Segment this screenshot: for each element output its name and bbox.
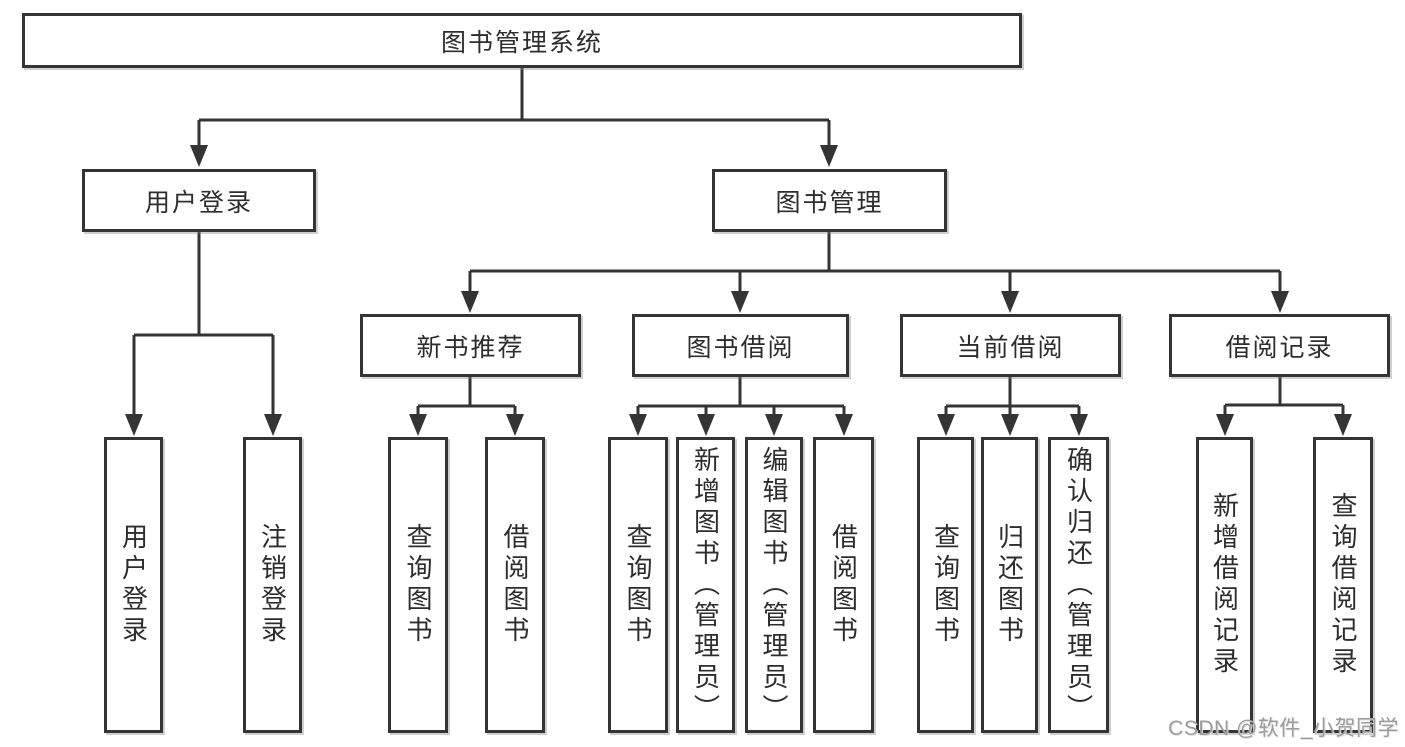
connector-new-book-recommend-to-leaves (409, 377, 524, 436)
node-root: 图书管理系统 (22, 13, 1022, 68)
connector-book-borrowing-to-leaves (629, 377, 853, 436)
leaf-records-add-record: 新增借阅记录 (1196, 437, 1253, 733)
node-current-borrowing: 当前借阅 (900, 314, 1121, 377)
leaf-current-confirm-return-admin: 确认归还（管理员） (1048, 437, 1109, 733)
leaf-user-login: 用户登录 (104, 437, 163, 733)
node-book-management: 图书管理 (712, 169, 947, 232)
connector-user-login-to-leaves (125, 232, 282, 436)
connector-borrowing-records-to-leaves (1216, 377, 1352, 436)
node-new-book-recommend: 新书推荐 (360, 314, 581, 377)
leaf-borrowing-query-books: 查询图书 (608, 437, 668, 733)
connector-book-management-to-level3 (461, 232, 1289, 313)
node-user-login: 用户登录 (82, 169, 316, 232)
leaf-records-query-record: 查询借阅记录 (1313, 437, 1373, 733)
leaf-current-return-books: 归还图书 (981, 437, 1038, 733)
leaf-recommend-query-books: 查询图书 (388, 437, 448, 733)
node-borrowing-records: 借阅记录 (1169, 314, 1390, 377)
leaf-borrowing-edit-books-admin: 编辑图书（管理员） (745, 437, 803, 733)
node-book-borrowing: 图书借阅 (632, 314, 849, 377)
connector-current-borrowing-to-leaves (937, 377, 1088, 436)
leaf-borrowing-add-books-admin: 新增图书（管理员） (676, 437, 735, 733)
leaf-logout: 注销登录 (243, 437, 302, 733)
leaf-recommend-borrow-books: 借阅图书 (485, 437, 545, 733)
watermark-csdn: CSDN @软件_小贺同学 (1168, 717, 1399, 740)
connector-root-to-level2 (190, 68, 838, 167)
leaf-borrowing-borrow-books: 借阅图书 (813, 437, 874, 733)
leaf-current-query-books: 查询图书 (917, 437, 974, 733)
